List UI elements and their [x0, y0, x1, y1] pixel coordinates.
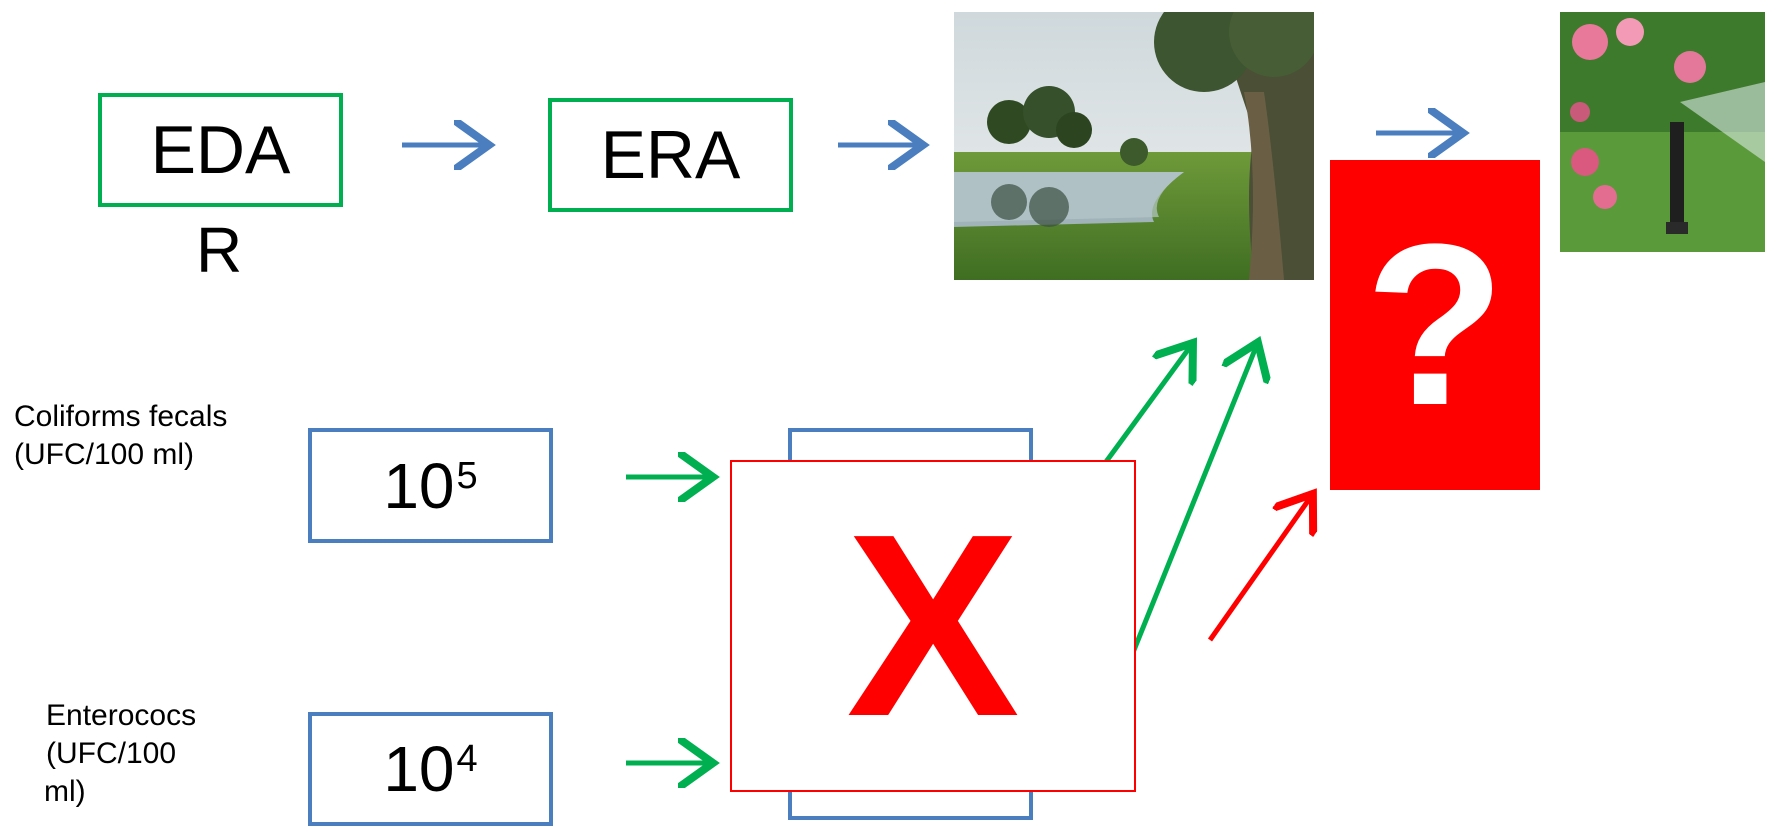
- coliforms-value-base: 10: [383, 449, 455, 522]
- garden-sprinkler-photo: [1560, 12, 1765, 252]
- box-edar: EDA: [98, 93, 343, 207]
- question-box: ?: [1330, 160, 1540, 490]
- box-edar-label: EDA: [150, 112, 291, 188]
- coliforms-value-exp: 5: [456, 454, 478, 497]
- enterococs-value-base: 10: [383, 733, 455, 805]
- question-mark: ?: [1364, 196, 1506, 453]
- cross-overlay: X: [730, 460, 1136, 792]
- box-era-label: ERA: [600, 117, 741, 193]
- box-edar-overflow-label: R: [196, 214, 243, 286]
- box-era: ERA: [548, 98, 793, 212]
- label-coliforms: Coliforms fecals (UFC/100 ml): [14, 398, 227, 474]
- label-coliforms-line-1: Coliforms fecals: [14, 400, 228, 433]
- enterococs-value-exp: 4: [456, 738, 478, 780]
- label-enterococs-line-2: (UFC/100: [46, 737, 177, 770]
- label-enterococs-line-3: ml): [44, 775, 86, 808]
- cross-mark: X: [846, 481, 1020, 771]
- label-enterococs: Enterococs (UFC/100 ml): [44, 697, 197, 811]
- label-coliforms-line-2: (UFC/100 ml): [14, 438, 195, 471]
- arrow-diag-green-2: [1127, 347, 1256, 661]
- arrow-diag-red: [1207, 498, 1310, 642]
- label-enterococs-line-1: Enterococs: [46, 699, 197, 732]
- lake-landscape-photo: [954, 12, 1314, 280]
- arrow-diag-green-1: [1097, 347, 1190, 472]
